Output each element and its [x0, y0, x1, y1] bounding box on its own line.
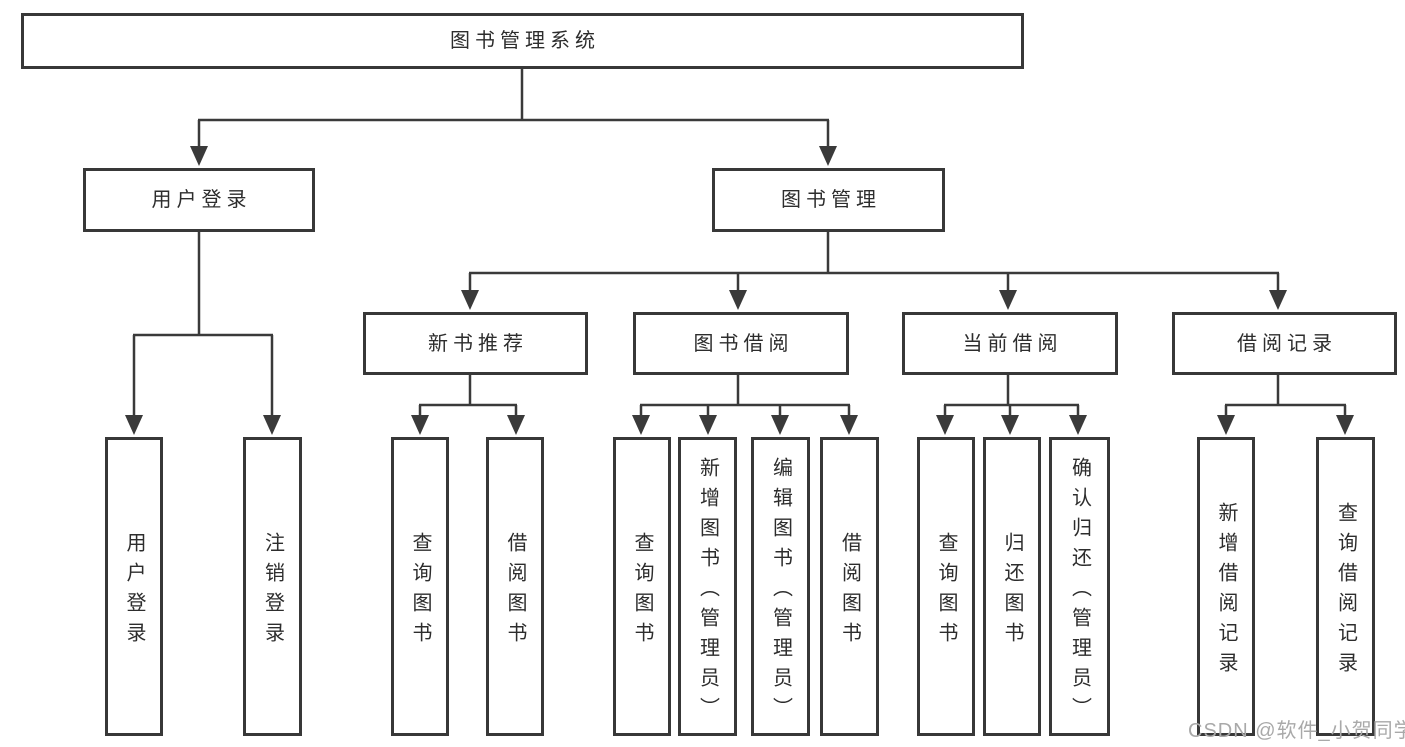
leaf-user-login: 用户登录	[105, 437, 163, 736]
node-label: 当前借阅	[962, 332, 1063, 355]
leaf-confirm-return-admin: 确认归还（管理员）	[1049, 437, 1110, 736]
node-label: 用户登录	[123, 531, 145, 652]
leaf-edit-book-admin: 编辑图书（管理员）	[751, 437, 810, 736]
node-label: 查询图书	[935, 531, 957, 652]
leaf-add-book-admin: 新增图书（管理员）	[678, 437, 737, 736]
connector-book-management	[461, 232, 1287, 310]
node-borrow-record: 借阅记录	[1172, 312, 1397, 375]
csdn-watermark: CSDN @软件_小贺同学	[1188, 720, 1405, 742]
node-label: 用户登录	[151, 189, 252, 211]
connector-borrow-record	[1217, 375, 1354, 435]
node-current-borrow: 当前借阅	[902, 312, 1118, 375]
leaf-query-book-3: 查询图书	[917, 437, 975, 736]
leaf-query-book-2: 查询图书	[613, 437, 671, 736]
leaf-query-borrow-record: 查询借阅记录	[1316, 437, 1375, 736]
node-new-book-recommend: 新书推荐	[363, 312, 588, 375]
node-label: 查询图书	[409, 531, 431, 652]
node-label: 新书推荐	[428, 332, 528, 355]
node-label: 图书管理	[781, 189, 881, 211]
connector-book-borrow	[632, 375, 858, 435]
leaf-add-borrow-record: 新增借阅记录	[1197, 437, 1255, 736]
connector-root	[190, 69, 837, 166]
leaf-logout: 注销登录	[243, 437, 302, 736]
connector-current-borrow	[936, 375, 1087, 435]
leaf-return-book: 归还图书	[983, 437, 1041, 736]
node-book-management: 图书管理	[712, 168, 945, 232]
node-label: 查询借阅记录	[1334, 501, 1357, 682]
node-book-borrow: 图书借阅	[633, 312, 849, 375]
node-library-management-system: 图书管理系统	[21, 13, 1024, 69]
node-label: 归还图书	[1001, 531, 1023, 652]
node-label: 注销登录	[261, 531, 284, 652]
node-label: 编辑图书（管理员）	[769, 456, 792, 727]
leaf-query-book-1: 查询图书	[391, 437, 449, 736]
leaf-borrow-book-1: 借阅图书	[486, 437, 544, 736]
connector-user-login	[125, 232, 281, 435]
node-label: 新增借阅记录	[1215, 501, 1237, 682]
connector-new-book	[411, 375, 525, 435]
node-label: 图书借阅	[693, 332, 794, 355]
node-label: 查询图书	[631, 531, 653, 652]
node-label: 新增图书（管理员）	[696, 456, 719, 727]
node-label: 图书管理系统	[450, 30, 600, 52]
node-label: 借阅图书	[504, 531, 526, 652]
node-label: 借阅图书	[838, 531, 861, 652]
leaf-borrow-book-2: 借阅图书	[820, 437, 879, 736]
node-user-login: 用户登录	[83, 168, 315, 232]
node-label: 借阅记录	[1237, 332, 1337, 355]
node-label: 确认归还（管理员）	[1068, 456, 1091, 727]
